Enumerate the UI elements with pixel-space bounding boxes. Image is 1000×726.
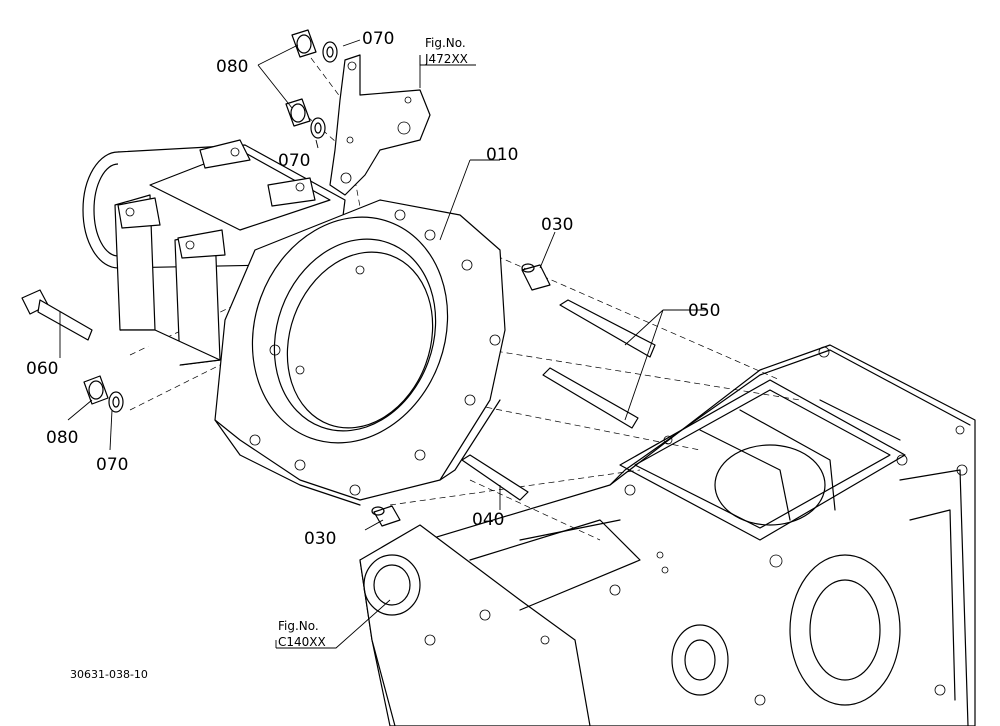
fig-ref-bottom-caption: Fig.No. xyxy=(278,619,319,633)
bracket xyxy=(329,54,431,196)
label-070-mid: 070 xyxy=(278,151,310,171)
label-040: 040 xyxy=(472,510,504,530)
label-080-top: 080 xyxy=(216,57,248,77)
label-030-top: 030 xyxy=(541,215,573,235)
label-070-left: 070 xyxy=(96,455,128,475)
transmission-case xyxy=(359,344,976,726)
label-050: 050 xyxy=(688,301,720,321)
label-070-top: 070 xyxy=(362,29,394,49)
small-parts xyxy=(21,29,656,527)
label-080-left: 080 xyxy=(46,428,78,448)
label-010: 010 xyxy=(486,145,518,165)
fig-ref-top-number: J472XX xyxy=(424,52,468,66)
fig-ref-bottom-number: C140XX xyxy=(278,635,326,649)
fig-ref-top-caption: Fig.No. xyxy=(425,36,466,50)
leader-lines xyxy=(59,39,706,649)
drawing-code: 30631-038-10 xyxy=(70,668,148,681)
housing-010 xyxy=(214,199,506,506)
label-030-bottom: 030 xyxy=(304,529,336,549)
label-060: 060 xyxy=(26,359,58,379)
part-labels: 010 030 030 040 050 060 070 070 070 080 … xyxy=(26,29,720,681)
